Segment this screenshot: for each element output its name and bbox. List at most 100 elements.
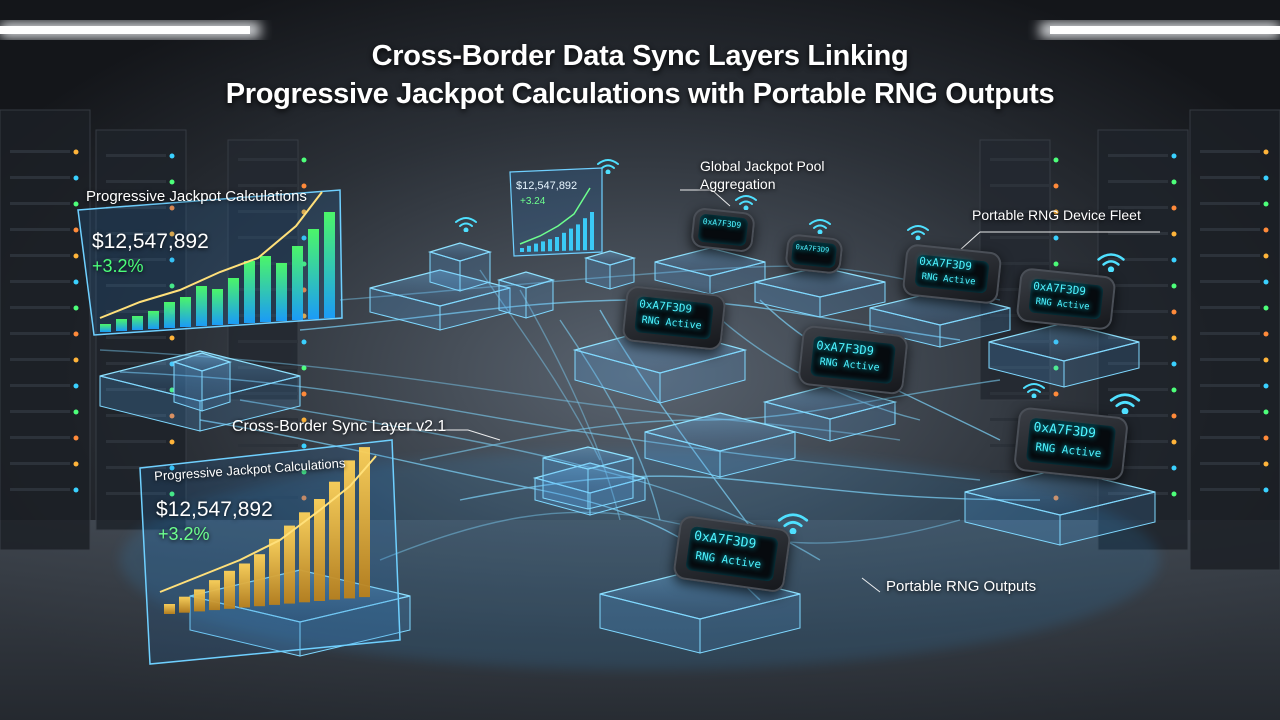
wifi-icon	[777, 513, 809, 534]
rack-light	[1053, 157, 1059, 163]
wifi-icon	[1023, 383, 1045, 398]
chart-bar	[224, 570, 235, 609]
rack-light	[73, 253, 79, 259]
chart-bar	[212, 289, 223, 325]
data-line	[559, 319, 661, 521]
rack-light	[169, 179, 175, 185]
rack-light	[169, 465, 175, 471]
rack-slot	[1200, 306, 1260, 309]
chart-bar	[244, 261, 255, 323]
rack-light	[1263, 149, 1269, 155]
rack-slot	[1200, 358, 1260, 361]
rack-slot	[990, 262, 1050, 265]
rack-slot	[1200, 488, 1260, 491]
rack-light	[1263, 305, 1269, 311]
data-cube-side	[609, 257, 635, 290]
rack-light	[73, 279, 79, 285]
rack-slot	[10, 488, 70, 491]
chart-bar	[292, 246, 303, 320]
rack-slot	[1200, 176, 1260, 179]
rack-light	[169, 205, 175, 211]
rack-light	[1053, 365, 1059, 371]
rack-slot	[1108, 180, 1168, 183]
rack-slot	[1200, 202, 1260, 205]
label-device-fleet: Portable RNG Device Fleet	[972, 207, 1141, 223]
rack-slot	[10, 410, 70, 413]
rack-light	[1263, 227, 1269, 233]
rack-light	[1053, 391, 1059, 397]
change-mini: +3.24	[520, 196, 546, 207]
rack-slot	[238, 340, 298, 343]
rack-slot	[10, 436, 70, 439]
data-line	[99, 349, 901, 441]
rack-slot	[10, 202, 70, 205]
chart-bar	[308, 229, 319, 319]
leader-lines	[380, 189, 1160, 593]
chart-bar	[520, 248, 524, 252]
rack-slot	[10, 254, 70, 257]
rack-slot	[1200, 410, 1260, 413]
rack-light	[1171, 257, 1177, 263]
sync-platform-side	[699, 593, 801, 654]
rack-slot	[238, 210, 298, 213]
data-cube-side	[587, 457, 634, 510]
rack-slot	[990, 184, 1050, 187]
rack-light	[301, 183, 307, 189]
rng-device-7: 0xA7F3D9	[690, 206, 756, 254]
chart-bar	[196, 286, 207, 326]
rack-light	[73, 435, 79, 441]
rack-slot	[106, 258, 166, 261]
rack-slot	[1200, 384, 1260, 387]
rack-light	[1053, 235, 1059, 241]
chart-bar	[590, 212, 594, 250]
sync-platform-side	[719, 431, 796, 478]
chart-bar	[555, 237, 559, 251]
rack-slot	[238, 158, 298, 161]
rack-light	[301, 391, 307, 397]
rack-light	[1053, 183, 1059, 189]
rack-light	[169, 439, 175, 445]
rack-light	[301, 339, 307, 345]
rack-light	[1263, 435, 1269, 441]
rack-light	[301, 365, 307, 371]
chart-bar	[148, 311, 159, 329]
data-cube-side	[459, 251, 491, 292]
rack-slot	[106, 284, 166, 287]
chart-bar	[132, 316, 143, 330]
sync-platform-side	[439, 287, 511, 331]
data-cube-side	[525, 279, 554, 319]
rack-slot	[1108, 206, 1168, 209]
wifi-icon	[455, 217, 477, 232]
sync-platform-side	[939, 307, 1011, 348]
rack-light	[1263, 175, 1269, 181]
rack-light	[73, 383, 79, 389]
data-line	[519, 289, 621, 521]
chart-bar	[324, 212, 335, 318]
rack-light	[1171, 335, 1177, 341]
rack-slot	[106, 206, 166, 209]
rack-slot	[1108, 284, 1168, 287]
chart-bar	[164, 302, 175, 328]
page-title-line-2: Progressive Jackpot Calculations with Po…	[225, 78, 1055, 110]
rack-slot	[238, 470, 298, 473]
wifi-icon	[1097, 253, 1125, 272]
data-line	[459, 475, 1041, 501]
rack-slot	[990, 236, 1050, 239]
data-cube-side	[201, 361, 231, 412]
rack-light	[1171, 309, 1177, 315]
rack-slot	[10, 280, 70, 283]
rack-slot	[106, 440, 166, 443]
rack-light	[169, 413, 175, 419]
rack-light	[169, 335, 175, 341]
wifi-icon	[1109, 393, 1141, 414]
sync-platform-side	[199, 375, 301, 432]
amount-bottom: $12,547,892	[156, 498, 273, 521]
rack-light	[73, 331, 79, 337]
rack-slot	[106, 180, 166, 183]
rack-light	[1263, 331, 1269, 337]
label-jackpot-calc-top: Progressive Jackpot Calculations	[86, 188, 307, 205]
chart-bar	[534, 243, 538, 252]
chart-bar	[344, 460, 355, 599]
rack-slot	[1200, 436, 1260, 439]
rack-light	[169, 283, 175, 289]
